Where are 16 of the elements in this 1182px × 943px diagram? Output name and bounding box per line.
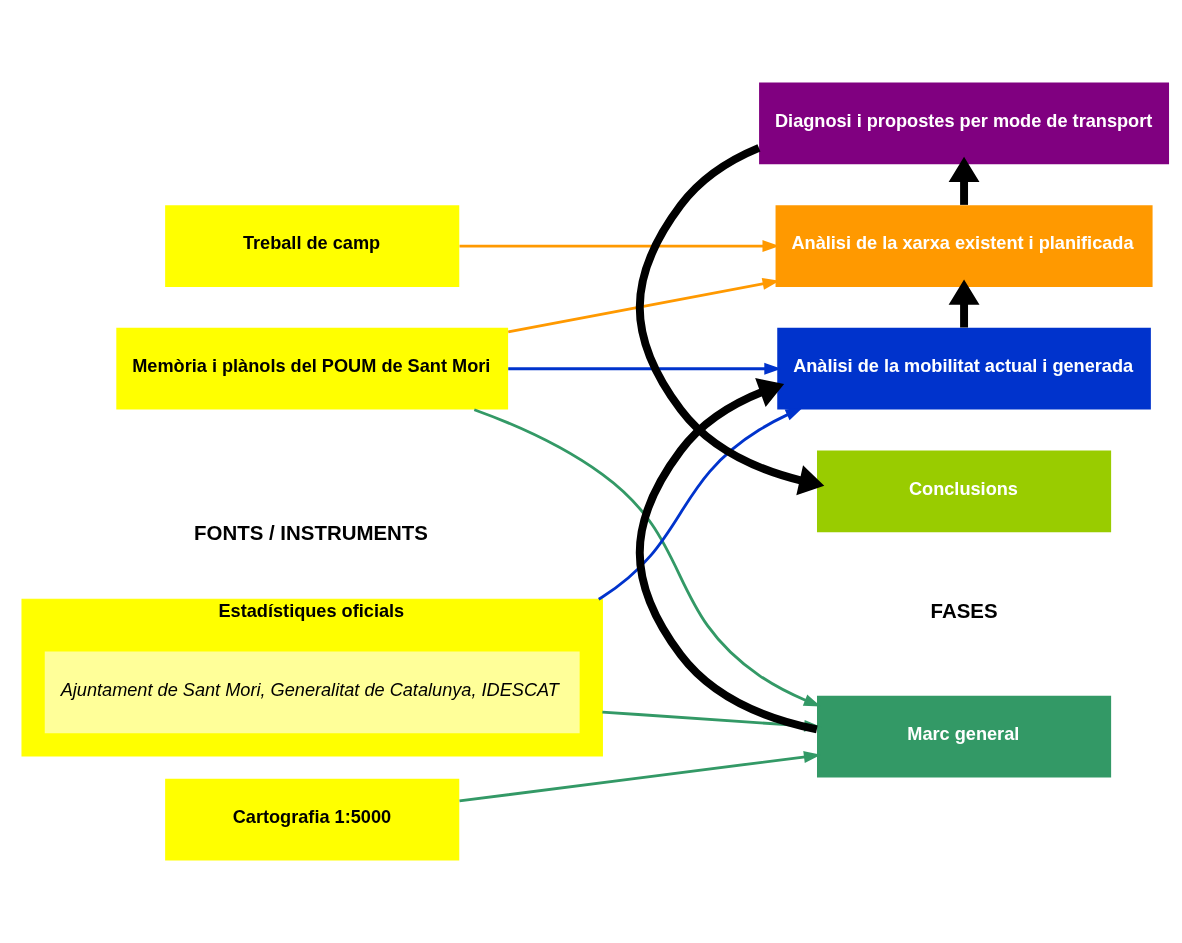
node-box: Diagnosi i propostes per mode de transport: [759, 82, 1170, 165]
node-box: Memòria i plànols del POUM de Sant Mori: [116, 327, 509, 410]
node-box: Anàlisi de la xarxa existent i planificada: [775, 205, 1153, 287]
arrow: [948, 279, 980, 328]
arrow: [635, 378, 818, 734]
node-box: Cartografia 1:5000: [165, 778, 460, 861]
label: FASES: [930, 598, 998, 622]
arrow: [948, 156, 980, 205]
node-box: Treball de camp: [165, 205, 460, 287]
node-box: Anàlisi de la mobilitat actual i generada: [777, 327, 1151, 410]
label: FONTS / INSTRUMENTS: [194, 520, 428, 544]
node-box: Ajuntament de Sant Mori, Generalitat de Catalunya, IDESCAT: [44, 651, 580, 734]
arrow: [635, 144, 825, 496]
arrow: [598, 407, 803, 601]
node-box: Conclusions: [817, 450, 1112, 533]
node-box: Marc general: [817, 695, 1112, 778]
